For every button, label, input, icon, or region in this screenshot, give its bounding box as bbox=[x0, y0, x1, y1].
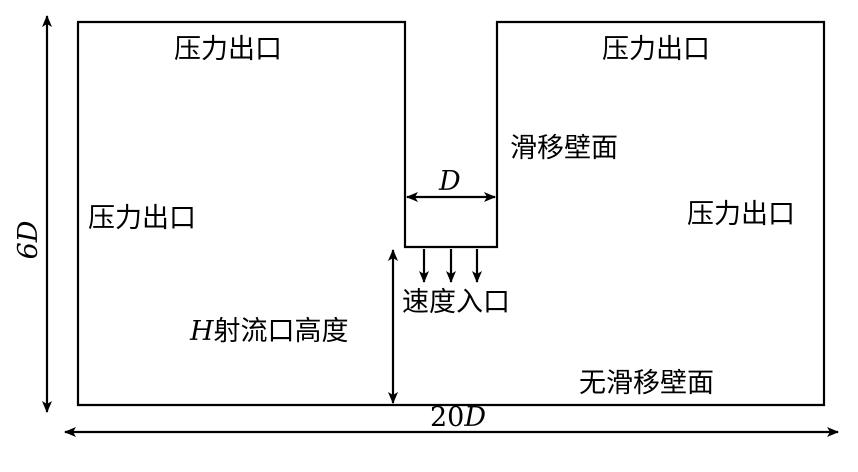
domain-height-label: 6D bbox=[13, 220, 44, 259]
velocity-inlet-label: 速度入口 bbox=[402, 287, 510, 318]
outlet-label-left: 压力出口 bbox=[88, 203, 196, 234]
domain-width-symbol: D bbox=[463, 402, 486, 433]
domain-width-number: 20 bbox=[430, 402, 464, 433]
slip-wall-label: 滑移壁面 bbox=[510, 133, 618, 164]
domain-outline bbox=[76, 20, 826, 407]
outlet-label-top-right: 压力出口 bbox=[602, 34, 710, 65]
outlet-label-right: 压力出口 bbox=[687, 199, 795, 230]
noslip-wall-label: 无滑移壁面 bbox=[579, 368, 714, 399]
jet-height-text: 射流口高度 bbox=[214, 316, 349, 347]
jet-height-symbol: H bbox=[189, 316, 214, 347]
outlet-label-top-left: 压力出口 bbox=[174, 34, 282, 65]
jet-height-label: H射流口高度 bbox=[189, 316, 349, 347]
jet-width-label: D bbox=[438, 166, 461, 197]
domain-width-label: 20D bbox=[430, 402, 486, 433]
